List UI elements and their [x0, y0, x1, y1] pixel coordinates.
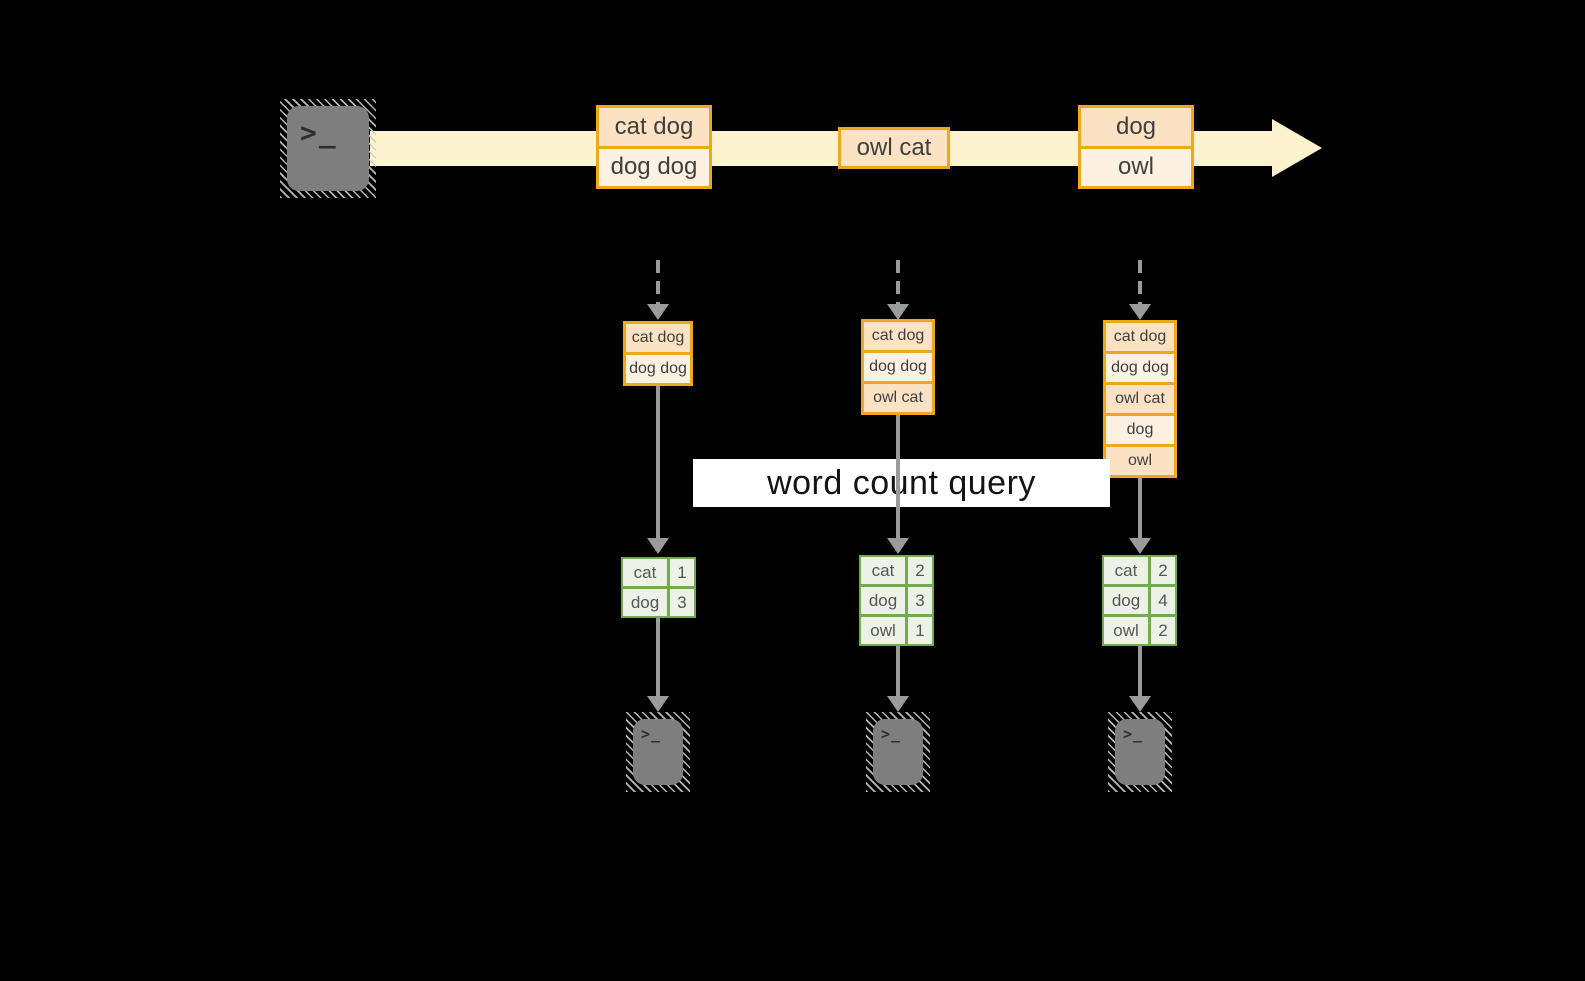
buffer-record-cell: dog dog [1106, 354, 1174, 382]
buffer-record-cell: cat dog [1106, 323, 1174, 351]
terminal-screen: >_ [873, 719, 923, 785]
count-cell: 2 [1151, 617, 1175, 644]
stream-record-cell: dog dog [599, 148, 709, 186]
flow-arrow-head-icon [1129, 538, 1151, 554]
word-cell: cat [861, 557, 905, 584]
count-cell: 1 [908, 617, 932, 644]
stream-record-box: dog owl [1078, 105, 1194, 189]
buffer-record-cell: dog dog [864, 353, 932, 381]
stream-record-box: cat dog dog dog [596, 105, 712, 189]
word-cell: dog [623, 589, 667, 616]
terminal-prompt-glyph: >_ [881, 725, 902, 743]
flow-arrow-line [656, 386, 660, 538]
output-terminal-icon: >_ [866, 712, 930, 792]
word-count-table: cat 2 dog 3 owl 1 [859, 555, 934, 646]
dashed-arrow-head-icon [647, 304, 669, 320]
stream-record-box: owl cat [838, 127, 950, 169]
word-cell: dog [1104, 587, 1148, 614]
dashed-arrow-line [896, 260, 900, 304]
count-cell: 1 [670, 559, 694, 586]
count-cell: 2 [1151, 557, 1175, 584]
dashed-arrow-head-icon [1129, 304, 1151, 320]
dashed-arrow-line [656, 260, 660, 304]
count-cell: 2 [908, 557, 932, 584]
flow-arrow-line [656, 618, 660, 696]
flow-arrow-head-icon [887, 696, 909, 712]
terminal-prompt-glyph: >_ [300, 116, 338, 149]
flow-arrow-head-icon [647, 538, 669, 554]
word-cell: owl [861, 617, 905, 644]
word-cell: cat [623, 559, 667, 586]
flow-arrow-line [896, 415, 900, 538]
buffer-record-cell: owl cat [864, 384, 932, 412]
record-buffer: cat dog dog dog owl cat dog owl [1103, 320, 1177, 478]
word-cell: dog [861, 587, 905, 614]
stream-record-cell: dog [1081, 108, 1191, 146]
terminal-screen: >_ [633, 719, 683, 785]
terminal-prompt-glyph: >_ [641, 725, 662, 743]
count-cell: 4 [1151, 587, 1175, 614]
query-label-text: word count query [767, 463, 1036, 502]
query-label: word count query [693, 459, 1110, 507]
buffer-record-cell: owl cat [1106, 385, 1174, 413]
word-count-table: cat 1 dog 3 [621, 557, 696, 618]
word-cell: cat [1104, 557, 1148, 584]
record-buffer: cat dog dog dog [623, 321, 693, 386]
buffer-record-cell: cat dog [864, 322, 932, 350]
source-terminal-icon: >_ [280, 99, 376, 198]
count-cell: 3 [908, 587, 932, 614]
record-buffer: cat dog dog dog owl cat [861, 319, 935, 415]
buffer-record-cell: cat dog [626, 324, 690, 352]
terminal-screen: >_ [1115, 719, 1165, 785]
buffer-record-cell: dog dog [626, 355, 690, 383]
flow-arrow-line [1138, 478, 1142, 538]
flow-arrow-line [896, 646, 900, 696]
terminal-screen: >_ [287, 106, 369, 191]
output-terminal-icon: >_ [1108, 712, 1172, 792]
dashed-arrow-head-icon [887, 304, 909, 320]
buffer-record-cell: dog [1106, 416, 1174, 444]
flow-arrow-head-icon [647, 696, 669, 712]
word-cell: owl [1104, 617, 1148, 644]
dashed-arrow-line [1138, 260, 1142, 304]
stream-record-cell: owl [1081, 148, 1191, 186]
stream-record-cell: cat dog [599, 108, 709, 146]
word-count-table: cat 2 dog 4 owl 2 [1102, 555, 1177, 646]
flow-arrow-head-icon [1129, 696, 1151, 712]
buffer-record-cell: owl [1106, 447, 1174, 475]
flow-arrow-line [1138, 646, 1142, 696]
count-cell: 3 [670, 589, 694, 616]
output-terminal-icon: >_ [626, 712, 690, 792]
terminal-prompt-glyph: >_ [1123, 725, 1144, 743]
flow-arrow-head-icon [887, 538, 909, 554]
stream-arrowhead-icon [1272, 119, 1322, 177]
stream-record-cell: owl cat [841, 130, 947, 166]
